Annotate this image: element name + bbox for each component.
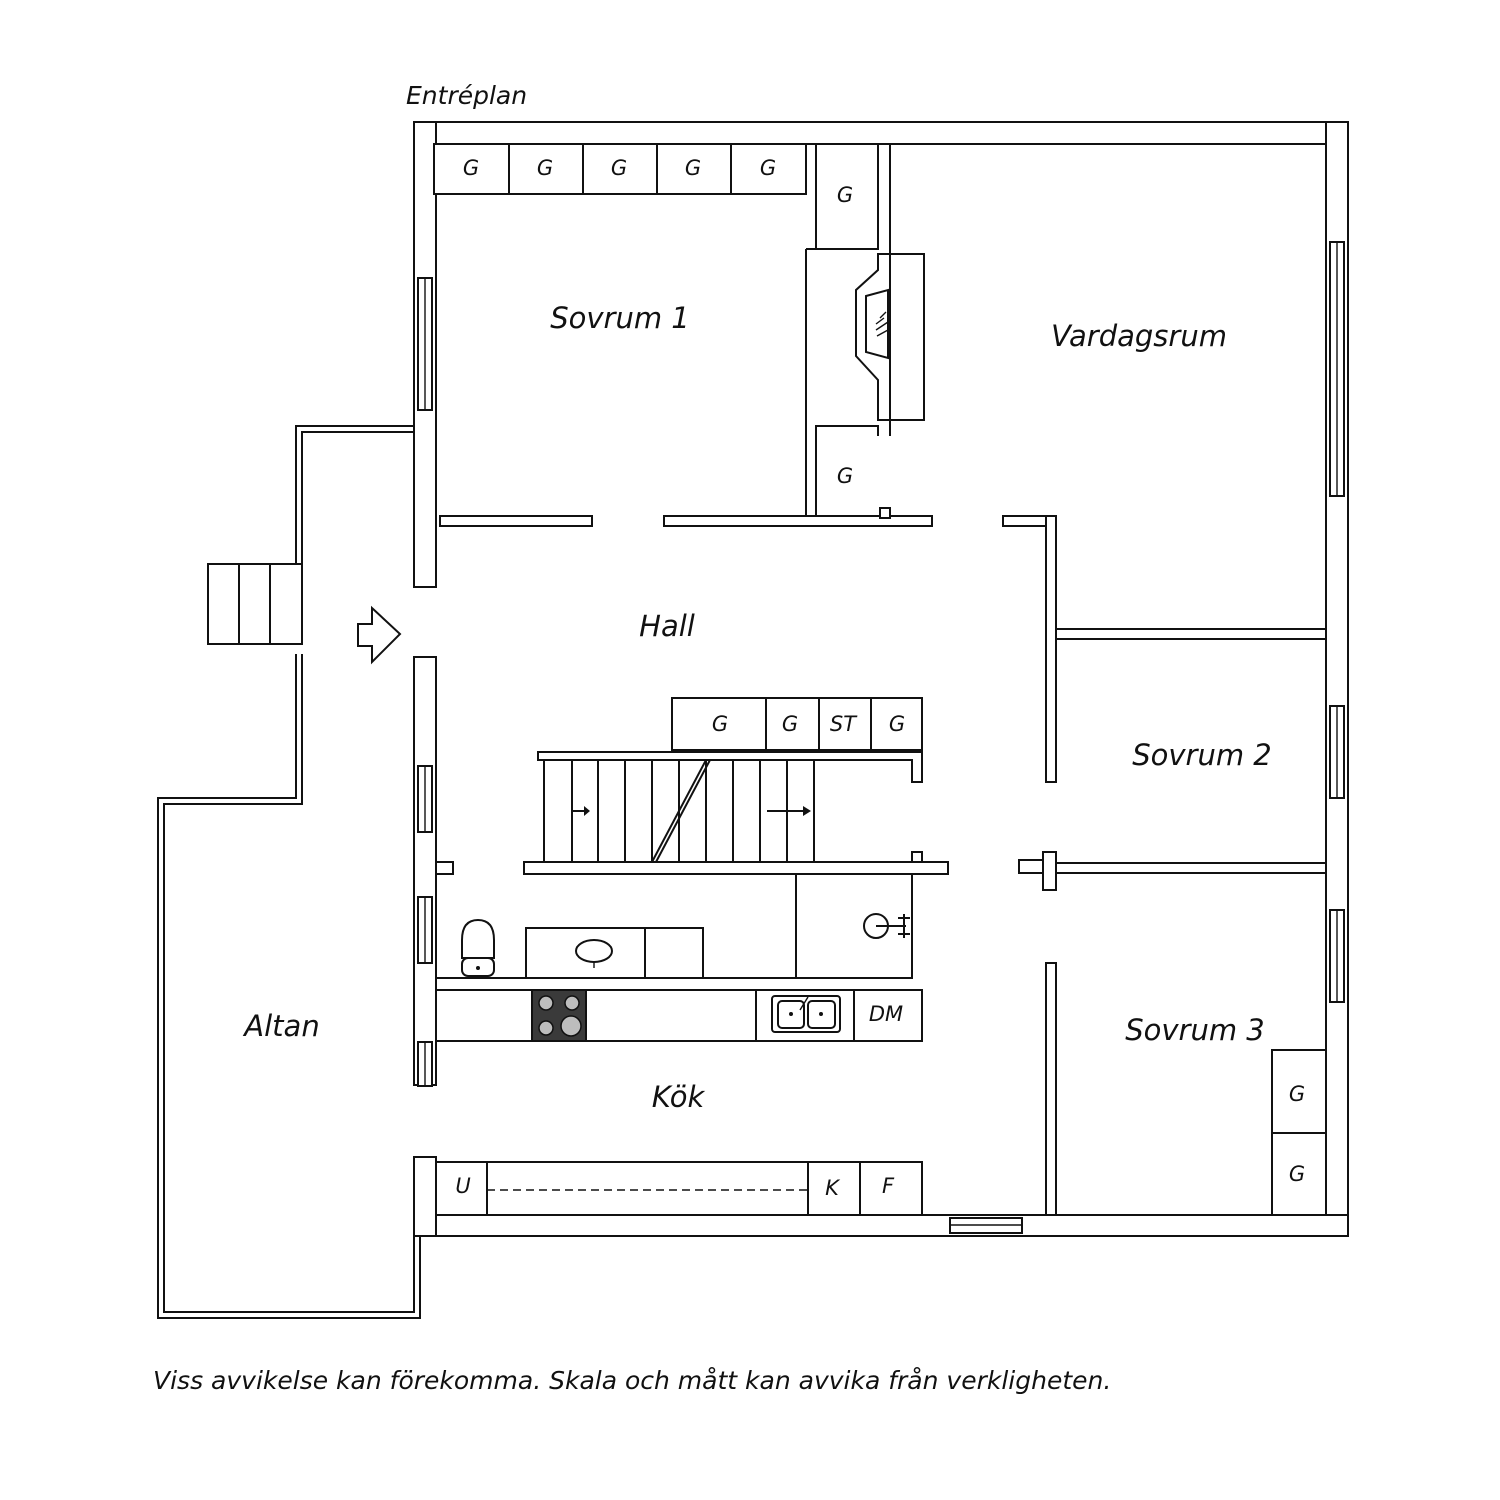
storage-label-k: K xyxy=(825,1176,841,1200)
storage-label-g: G xyxy=(889,712,905,736)
fireplace-icon xyxy=(855,253,925,421)
plan-title: Entréplan xyxy=(406,81,527,110)
storage-label-u: U xyxy=(455,1174,470,1198)
appliance-row xyxy=(435,1161,923,1216)
room-label-vardagsrum: Vardagsrum xyxy=(1051,319,1227,353)
disclaimer: Viss avvikelse kan förekomma. Skala och … xyxy=(153,1366,1111,1395)
stair-arrow-icon xyxy=(767,806,811,816)
entrance-porch xyxy=(207,425,414,645)
room-label-hall: Hall xyxy=(639,609,695,643)
storage-label-g: G xyxy=(837,183,853,207)
kitchen-counter xyxy=(435,989,923,1042)
vanity xyxy=(525,927,704,979)
hall-wardrobes xyxy=(671,697,923,751)
windows xyxy=(417,241,1345,1234)
storage-label-g: G xyxy=(782,712,798,736)
storage-label-g: G xyxy=(1289,1082,1305,1106)
stove-icon xyxy=(531,989,587,1042)
sink-icon xyxy=(575,939,613,968)
top-wardrobes xyxy=(433,143,807,195)
room-label-sovrum3: Sovrum 3 xyxy=(1125,1013,1265,1047)
shower-icon xyxy=(863,913,910,939)
storage-label-g: G xyxy=(1289,1162,1305,1186)
storage-label-g: G xyxy=(760,156,776,180)
storage-label-g: G xyxy=(463,156,479,180)
storage-label-f: F xyxy=(882,1174,895,1198)
staircase xyxy=(537,751,923,863)
room-label-sovrum1: Sovrum 1 xyxy=(550,301,690,335)
storage-label-g: G xyxy=(837,464,853,488)
storage-label-g: G xyxy=(712,712,728,736)
room-label-altan: Altan xyxy=(242,1009,319,1043)
storage-label-g: G xyxy=(685,156,701,180)
storage-label-g: G xyxy=(537,156,553,180)
storage-label-dm: DM xyxy=(869,1002,903,1026)
toilet-icon xyxy=(461,918,495,977)
kitchen-sink-icon xyxy=(771,995,841,1033)
entrance-arrow-icon xyxy=(357,605,402,665)
stair-arrow-icon xyxy=(572,806,590,816)
storage-label-st: ST xyxy=(830,712,858,736)
room-label-kok: Kök xyxy=(652,1080,706,1114)
altan-outline xyxy=(157,654,421,1319)
room-label-sovrum2: Sovrum 2 xyxy=(1132,738,1272,772)
sovrum3-wardrobes xyxy=(1271,1049,1327,1216)
storage-label-g: G xyxy=(611,156,627,180)
interior-walls xyxy=(435,144,1327,1216)
